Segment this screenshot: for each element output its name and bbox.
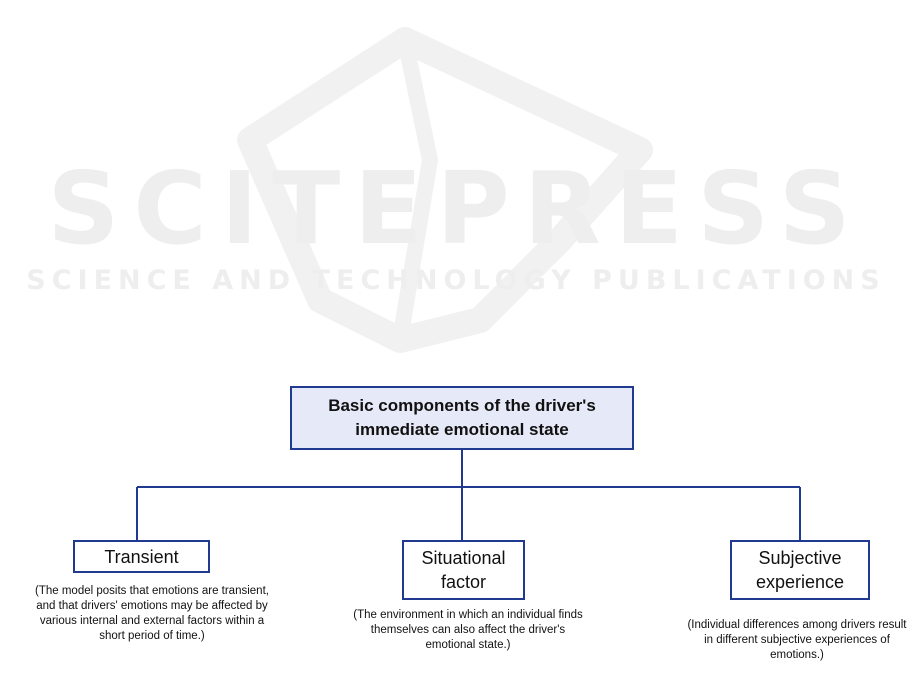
situational-factor-node-label: Situational factor <box>421 548 506 592</box>
root-node: Basic components of the driver's immedia… <box>290 386 634 450</box>
watermark-title: SCITEPRESS <box>47 150 865 267</box>
book-watermark-icon <box>237 27 653 353</box>
transient-node-label: Transient <box>104 546 179 567</box>
root-node-label: Basic components of the driver's immedia… <box>328 396 596 439</box>
transient-node: Transient <box>73 540 210 573</box>
situational-factor-note: (The environment in which an individual … <box>353 609 583 651</box>
subjective-experience-note: (Individual differences among drivers re… <box>687 619 907 661</box>
subjective-experience-node: Subjective experience <box>730 540 870 600</box>
watermark-subtitle: SCIENCE AND TECHNOLOGY PUBLICATIONS <box>26 265 886 296</box>
watermark-logo: SCITEPRESS SCIENCE AND TECHNOLOGY PUBLIC… <box>26 27 886 353</box>
subjective-experience-node-label: Subjective experience <box>755 548 845 592</box>
situational-factor-node: Situational factor <box>402 540 525 600</box>
transient-note: (The model posits that emotions are tran… <box>35 585 269 642</box>
